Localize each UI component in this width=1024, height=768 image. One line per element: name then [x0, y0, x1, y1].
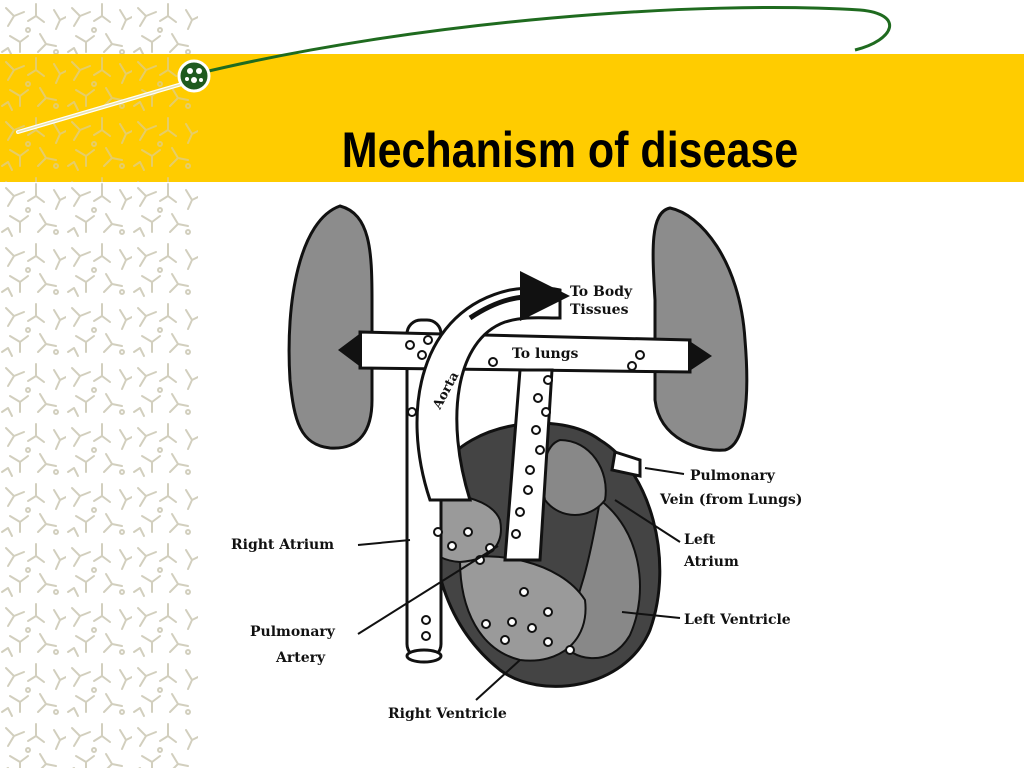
- label-pulmonary-vein-1: Pulmonary: [690, 468, 776, 484]
- label-right-atrium: Right Atrium: [231, 537, 334, 553]
- label-left-ventricle: Left Ventricle: [684, 612, 791, 628]
- label-left-atrium-2: Atrium: [683, 554, 739, 570]
- swoosh-decoration: [16, 6, 892, 134]
- label-left-atrium-1: Left: [684, 532, 716, 548]
- right-lung: [651, 206, 749, 452]
- left-lung: [287, 204, 374, 450]
- slide-title: Mechanism of disease: [341, 121, 799, 178]
- pulmonary-vein-stub: [610, 450, 642, 478]
- blood-cells: [405, 335, 645, 655]
- label-to-body-1: To Body: [570, 284, 633, 300]
- label-pulmonary-vein-2: Vein (from Lungs): [659, 492, 802, 508]
- bead-icon: [177, 59, 211, 93]
- label-to-body-2: Tissues: [570, 302, 629, 318]
- label-to-lungs: To lungs: [512, 346, 578, 362]
- label-pulmonary-artery-1: Pulmonary: [250, 624, 336, 640]
- label-pulmonary-artery-2: Artery: [275, 650, 326, 666]
- band-molecule-pattern: [0, 54, 198, 182]
- label-right-ventricle: Right Ventricle: [388, 706, 507, 722]
- heart-circulation-diagram: To Body Tissues To lungs Aorta Pulmonary…: [231, 204, 802, 722]
